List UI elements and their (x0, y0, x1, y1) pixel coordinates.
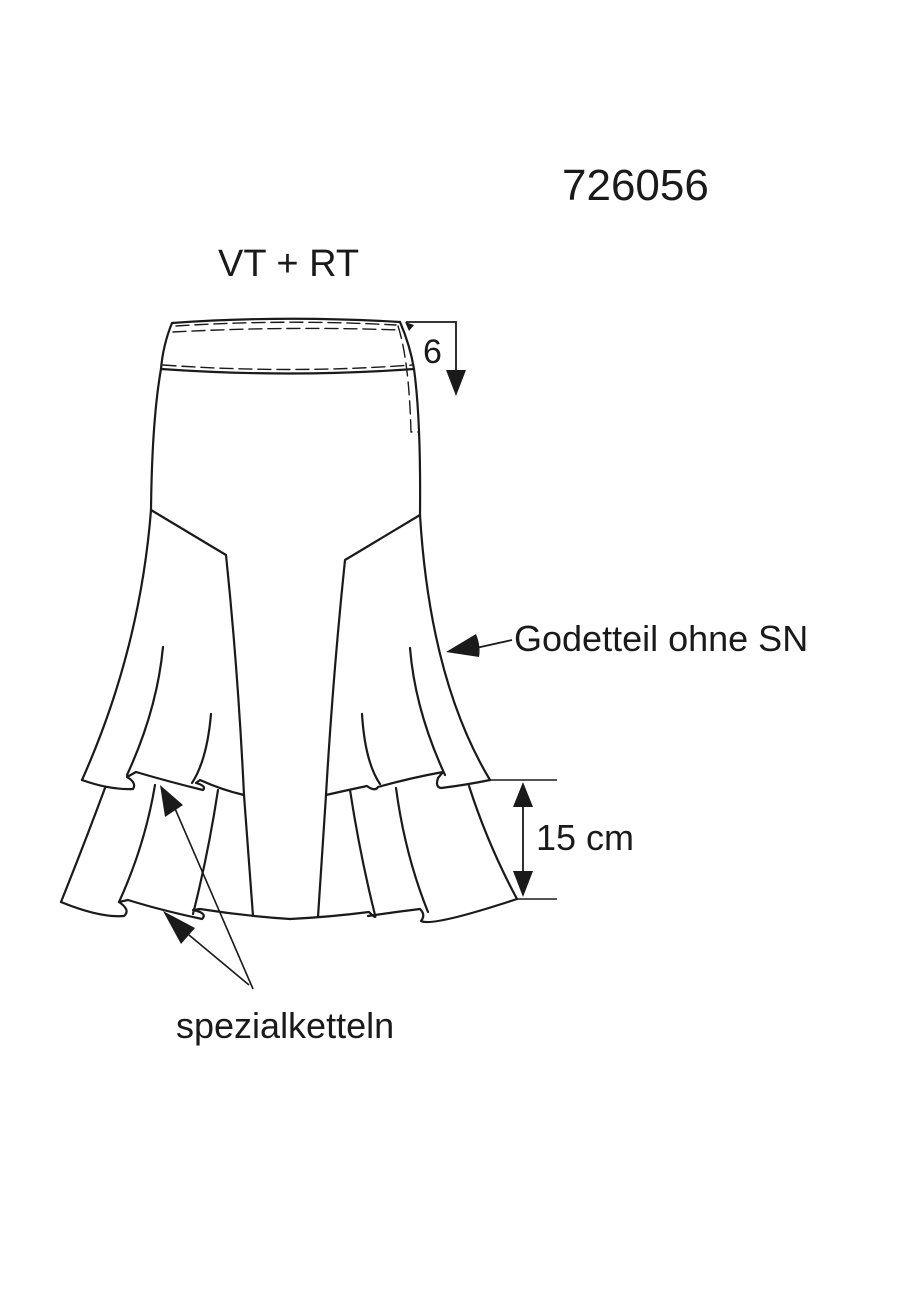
right-lower-godet-line-2 (394, 786, 430, 914)
left-center-panel-lower (242, 793, 255, 918)
stitch-label: spezialketteln (176, 1005, 394, 1046)
skirt-outline (59, 317, 519, 924)
right-outer-godet-edge (418, 513, 492, 782)
right-lower-godet-line-1 (348, 788, 377, 917)
right-yoke-seam (324, 513, 422, 797)
left-yoke-seam (149, 508, 246, 797)
right-inner-godet-line-2 (360, 712, 382, 786)
upper-ruffle-hem-right (324, 770, 492, 797)
right-center-panel-lower (316, 793, 328, 919)
waistband-dimension-tick (405, 322, 414, 331)
lower-hem-right (288, 897, 519, 924)
stitch-leader-arrowhead-lower (163, 911, 195, 944)
waistband-left-side (159, 321, 174, 371)
godet-label: Godetteil ohne SN (514, 618, 808, 659)
waistband-topstitching (162, 321, 419, 433)
left-hip-seam (149, 367, 163, 512)
hem-offset-dimension (490, 779, 557, 900)
hem-offset-arrow-up (513, 782, 533, 807)
hem-offset-label: 15 cm (536, 817, 634, 858)
upper-ruffle-hem-left (80, 770, 246, 797)
style-number: 726056 (562, 161, 709, 210)
waistband-bottom-edge (159, 367, 416, 375)
waistband-dimension (405, 321, 466, 396)
left-inner-godet-line-2 (190, 712, 213, 785)
left-lower-tier-edge (59, 786, 107, 904)
stitch-leader-arrowhead-upper (160, 785, 183, 817)
waistband-top-edge (170, 317, 402, 325)
godet-leader-arrowhead (446, 634, 480, 657)
waistband-depth-label: 6 (423, 333, 442, 371)
left-outer-godet-edge (80, 508, 153, 782)
view-label: VT + RT (218, 243, 359, 285)
waistband-right-side (398, 320, 416, 371)
hem-offset-arrow-down (513, 871, 533, 897)
zipper-stitch-line (397, 325, 419, 433)
godet-leader (446, 634, 513, 657)
right-hip-seam (412, 367, 422, 517)
right-lower-tier-edge (467, 784, 519, 901)
stitch-leaders (160, 785, 254, 990)
waistband-dimension-arrowhead (446, 370, 466, 396)
right-inner-godet-line-1 (408, 646, 447, 777)
left-lower-godet-line-1 (117, 783, 157, 904)
lower-hem-left (59, 898, 292, 921)
left-lower-godet-line-2 (191, 788, 220, 916)
left-inner-godet-line-1 (125, 645, 165, 777)
